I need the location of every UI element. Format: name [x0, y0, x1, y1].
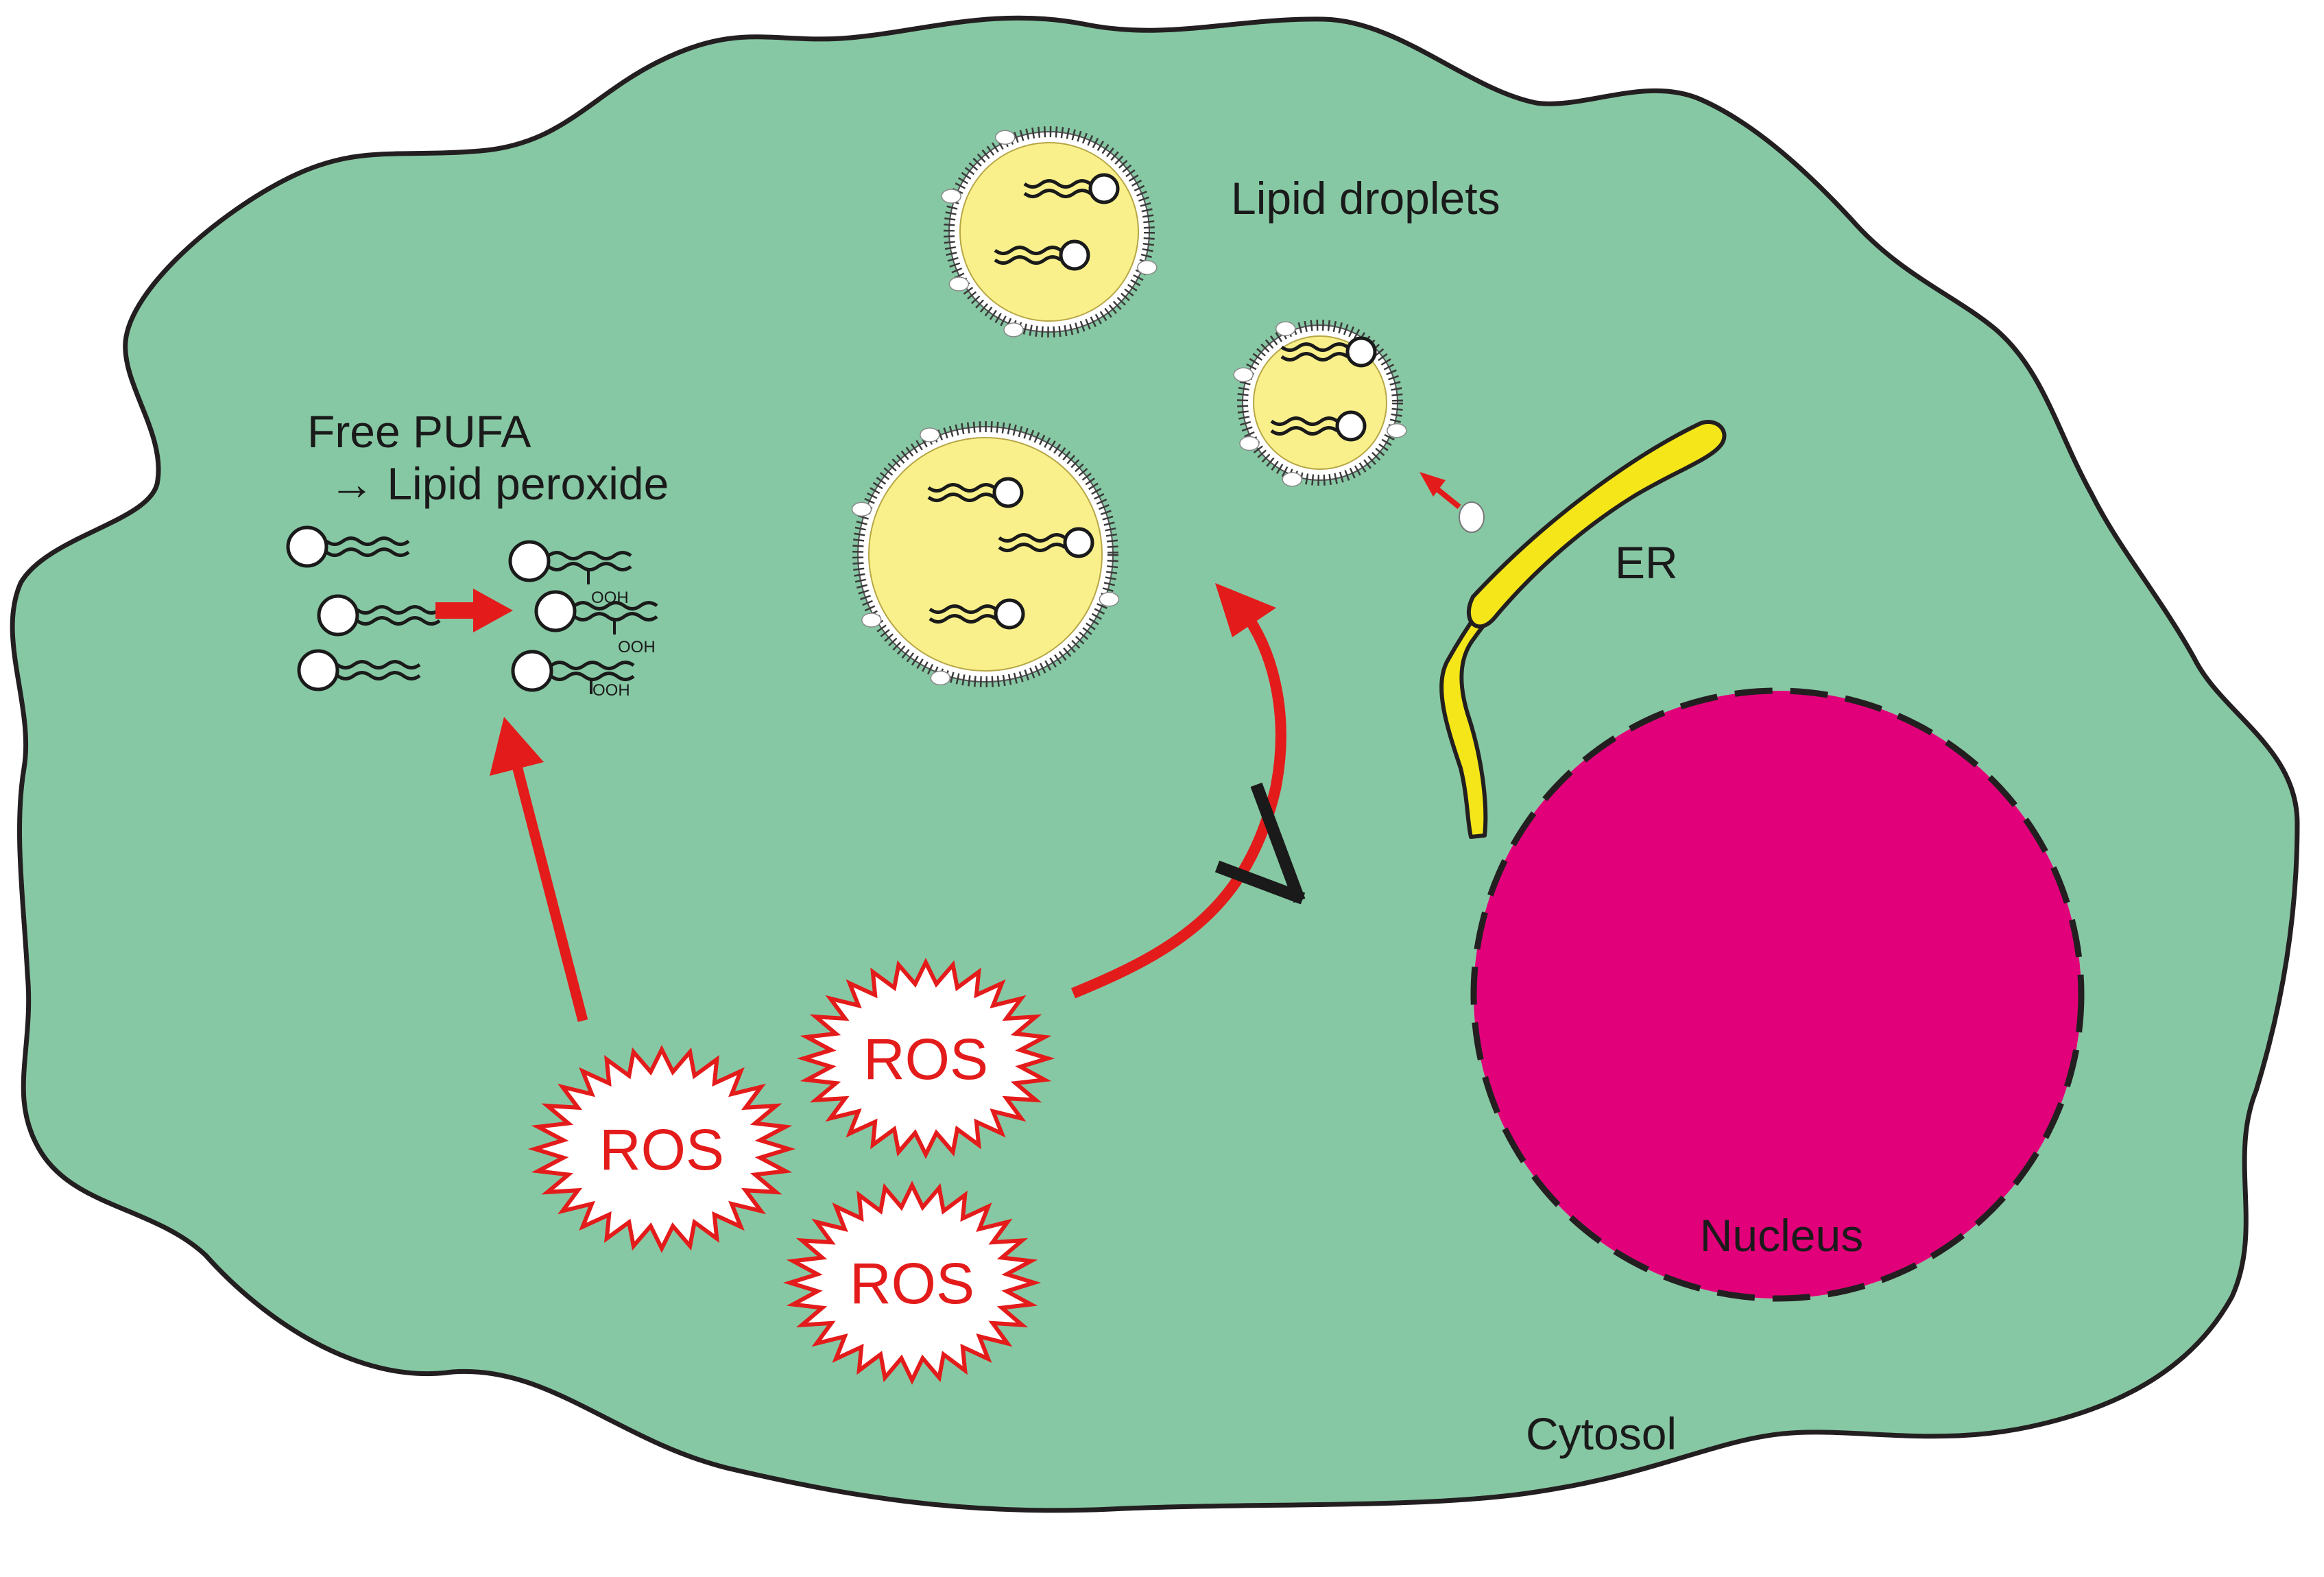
free-pufa-label: Free PUFA	[307, 406, 531, 457]
nucleus-label: Nucleus	[1700, 1210, 1863, 1261]
peroxidation-arrow	[435, 589, 513, 632]
ros-label: ROS	[863, 1027, 988, 1091]
lipid-peroxide-label: → Lipid peroxide	[329, 458, 669, 509]
lipid-peroxide-group: OOH OOH OOH	[510, 542, 657, 700]
lipid-droplet	[1233, 320, 1407, 487]
er-label: ER	[1615, 537, 1678, 588]
cytosol-label: Cytosol	[1526, 1408, 1677, 1459]
ros-label: ROS	[850, 1251, 974, 1316]
lipid-droplets-label: Lipid droplets	[1231, 173, 1500, 224]
endoplasmic-reticulum	[1439, 420, 1727, 839]
lipid-droplet	[941, 126, 1158, 337]
blocked-x-mark	[1214, 782, 1306, 905]
ooh-label-3: OOH	[592, 681, 630, 700]
ros-bursts: ROS ROS ROS	[527, 958, 1055, 1385]
ros-burst: ROS	[782, 1181, 1042, 1385]
er-to-droplet-arrow	[1419, 472, 1461, 510]
ros-burst: ROS	[796, 958, 1055, 1159]
lipid-droplets	[851, 126, 1407, 687]
lipid-droplet	[851, 421, 1120, 687]
nucleus	[1470, 687, 2085, 1302]
ros-label: ROS	[599, 1117, 724, 1182]
ros-to-peroxide-arrow	[490, 717, 588, 1022]
ros-burst: ROS	[527, 1045, 796, 1253]
ooh-label-2: OOH	[618, 638, 656, 656]
ooh-label-1: OOH	[591, 589, 629, 607]
